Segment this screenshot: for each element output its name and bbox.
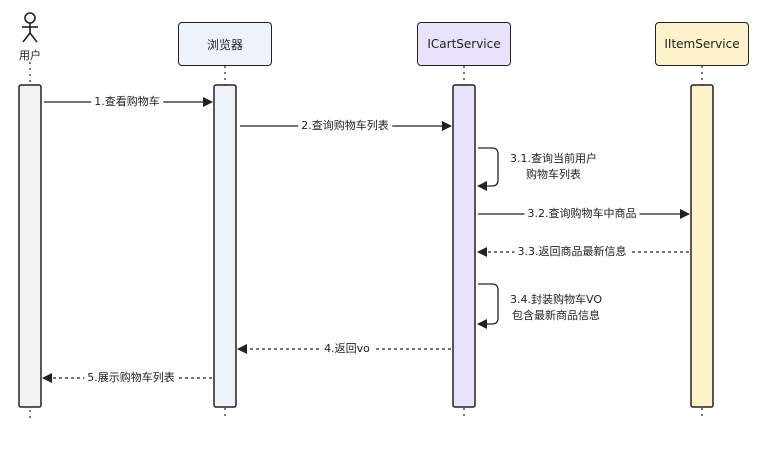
message-1-label: 1.查看购物车: [91, 95, 163, 109]
user-actor-icon: [22, 12, 38, 43]
message-4-label: 4.返回vo: [321, 342, 373, 356]
message-3-1-line-2: 购物车列表: [526, 168, 581, 181]
message-3-1-note: 3.1.查询当前用户 购物车列表: [510, 151, 597, 183]
message-3-2-label: 3.2.查询购物车中商品: [524, 207, 640, 221]
message-3-1-line-1: 3.1.查询当前用户: [510, 152, 597, 165]
message-3-4-line-2: 包含最新商品信息: [511, 309, 600, 322]
participant-item-service: IItemService: [655, 22, 749, 66]
message-2-label: 2.查询购物车列表: [298, 119, 392, 133]
activation-bar-user: [18, 84, 42, 408]
participant-browser: 浏览器: [178, 22, 272, 66]
activation-bar-browser: [213, 84, 237, 408]
activation-bar-item: [690, 84, 714, 408]
message-5-label: 5.展示购物车列表: [84, 371, 178, 385]
message-3-4-self-arrow: [477, 283, 499, 329]
message-3-1-self-arrow: [477, 147, 499, 191]
participant-cart-service: ICartService: [417, 22, 511, 66]
message-3-4-line-1: 3.4.封装购物车VO: [510, 293, 602, 306]
user-actor-label: 用户: [19, 49, 41, 62]
message-3-3-label: 3.3.返回商品最新信息: [514, 245, 630, 259]
activation-bar-cart: [452, 84, 476, 408]
message-3-4-note: 3.4.封装购物车VO 包含最新商品信息: [510, 292, 602, 324]
